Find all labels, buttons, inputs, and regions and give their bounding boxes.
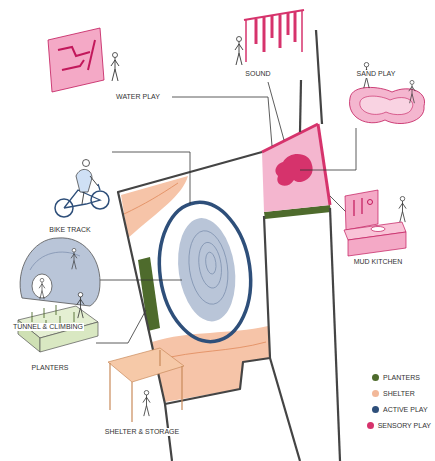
- callout-label: TUNNEL & CLIMBING: [12, 323, 84, 331]
- climbing-mound: [172, 214, 242, 325]
- bike-icon: [55, 160, 109, 218]
- callout-label: SHELTER & STORAGE: [104, 428, 180, 436]
- sensory-zone: [262, 124, 330, 212]
- sand-play-icon: [350, 62, 425, 123]
- leader-line: [172, 97, 272, 146]
- leader-line: [100, 280, 182, 281]
- legend-text: ACTIVE PLAY: [383, 406, 428, 414]
- callout-label: MUD KITCHEN: [353, 258, 404, 266]
- shelter-zone: [121, 176, 188, 238]
- callout-label: BIKE TRACK: [48, 226, 92, 234]
- legend-row: SHELTER: [372, 390, 415, 398]
- leader-line: [96, 310, 146, 343]
- sound-icon: [235, 10, 304, 65]
- mound-contour: [184, 228, 232, 307]
- shelter-icon: [108, 348, 184, 422]
- legend-swatch: [372, 406, 379, 413]
- legend-swatch: [372, 390, 379, 397]
- sensory-edge: [318, 124, 330, 205]
- legend-row: PLANTERS: [372, 374, 420, 382]
- site-boundary: [165, 216, 270, 404]
- mound-contour: [204, 252, 217, 275]
- callout-label: PLANTERS: [31, 364, 70, 372]
- bike-track: [151, 196, 260, 347]
- site-boundary: [316, 30, 322, 124]
- shelter-contour: [158, 342, 266, 360]
- site-boundary: [330, 208, 340, 461]
- legend-text: PLANTERS: [383, 374, 420, 382]
- mound-contour: [196, 241, 224, 290]
- water-play-icon: [48, 28, 119, 92]
- legend-swatch: [367, 422, 374, 429]
- site-boundary: [300, 80, 301, 132]
- callout-label: SAND PLAY: [356, 70, 397, 78]
- legend-text: SHELTER: [383, 390, 415, 398]
- callout-label: SOUND: [244, 70, 271, 78]
- legend-row: SENSORY PLAY: [367, 422, 431, 430]
- tunnel-icon: [20, 238, 100, 306]
- leader-line: [300, 128, 356, 170]
- callout-label: WATER PLAY: [115, 93, 161, 101]
- leader-line: [112, 152, 190, 204]
- site-boundary: [270, 358, 300, 461]
- mud-kitchen-icon: [344, 190, 406, 256]
- legend-row: ACTIVE PLAY: [372, 406, 428, 414]
- leader-line: [330, 196, 346, 212]
- legend-text: SENSORY PLAY: [378, 422, 431, 430]
- legend-swatch: [372, 374, 379, 381]
